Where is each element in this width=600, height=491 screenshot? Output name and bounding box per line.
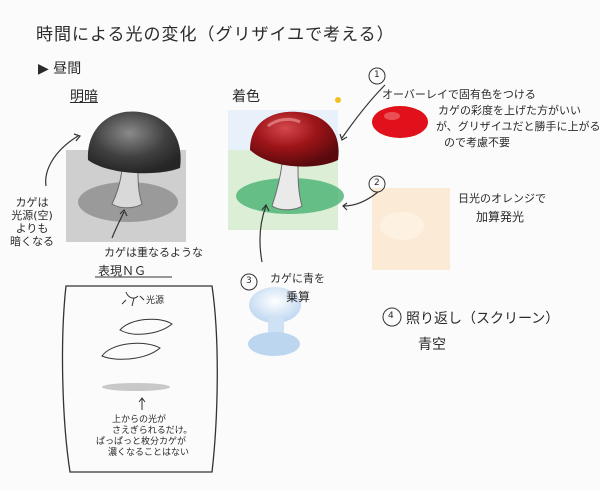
side-note-line: よりも (15, 222, 49, 235)
grayscale-mushroom (66, 111, 186, 242)
leaf-lower (101, 342, 161, 360)
red-swatch (372, 106, 428, 138)
step1-line1: オーバーレイで固有色をつける (382, 88, 536, 101)
cast-shadow (102, 383, 170, 391)
step1-line3: が、グリザイユだと勝手に上がる (436, 120, 600, 133)
red-cap (250, 111, 339, 167)
step2-line2: 加算発光 (476, 210, 525, 224)
step2-number: 2 (374, 178, 380, 188)
step2-circle (368, 175, 386, 193)
step4-line2: 青空 (418, 337, 446, 353)
step4-circle (382, 307, 402, 327)
annotation-arrows (45, 84, 386, 263)
box-illustration (101, 291, 173, 410)
step1-circle (368, 67, 386, 85)
arrow-step2 (343, 191, 379, 207)
left-heading: 明暗 (70, 89, 98, 105)
arrow-step1 (341, 84, 386, 139)
section-label: 昼間 (53, 61, 82, 77)
step4-number: 4 (388, 311, 394, 321)
colored-mushroom (228, 110, 344, 230)
shadow-note-1: カゲは重なるような (104, 246, 203, 259)
step3-line1: カゲに青を (270, 272, 325, 285)
explanation-box (61, 285, 218, 473)
right-heading: 着色 (232, 89, 260, 105)
step1-number: 1 (374, 70, 380, 80)
step3-circle (240, 273, 258, 291)
box-note-4: 濃くなることはない (108, 448, 190, 458)
gray-cap (87, 111, 181, 174)
side-note-line: カゲは (15, 196, 49, 209)
box-note-2: さえぎられるだけ。 (112, 426, 193, 436)
gray-stem (111, 169, 143, 209)
leaf-upper (119, 318, 173, 335)
step3-number: 3 (246, 276, 252, 286)
section-header: ▶ 昼間 (38, 58, 81, 78)
step3-line2: 乗算 (286, 290, 311, 304)
blue-swatch (248, 287, 301, 356)
box-note-3: ぱっぱっと枚分カゲが (96, 437, 187, 447)
step4-line1: 照り返し（スクリーン） (406, 311, 560, 327)
box-note-1: 上からの光が (112, 415, 167, 425)
arrow-shadow-note (111, 211, 125, 239)
arrow-step3 (259, 205, 267, 263)
side-note-line: 暗くなる (10, 235, 54, 248)
step2-line1: 日光のオレンジで (458, 192, 546, 205)
side-note: カゲは 光源(空) よりも 暗くなる (10, 196, 54, 248)
colored-stem (271, 163, 303, 211)
light-label: 光源 (146, 296, 165, 306)
step1-line2: カゲの彩度を上げた方がいい (438, 104, 581, 117)
arrow-side-note (45, 135, 79, 187)
page-title: 時間による光の変化（グリザイユで考える） (36, 25, 395, 45)
side-note-line: 光源(空) (11, 209, 53, 222)
play-icon: ▶ (38, 61, 49, 77)
step1-line4: ので考慮不要 (444, 136, 510, 149)
shadow-note-2: 表現ＮＧ (98, 264, 147, 278)
